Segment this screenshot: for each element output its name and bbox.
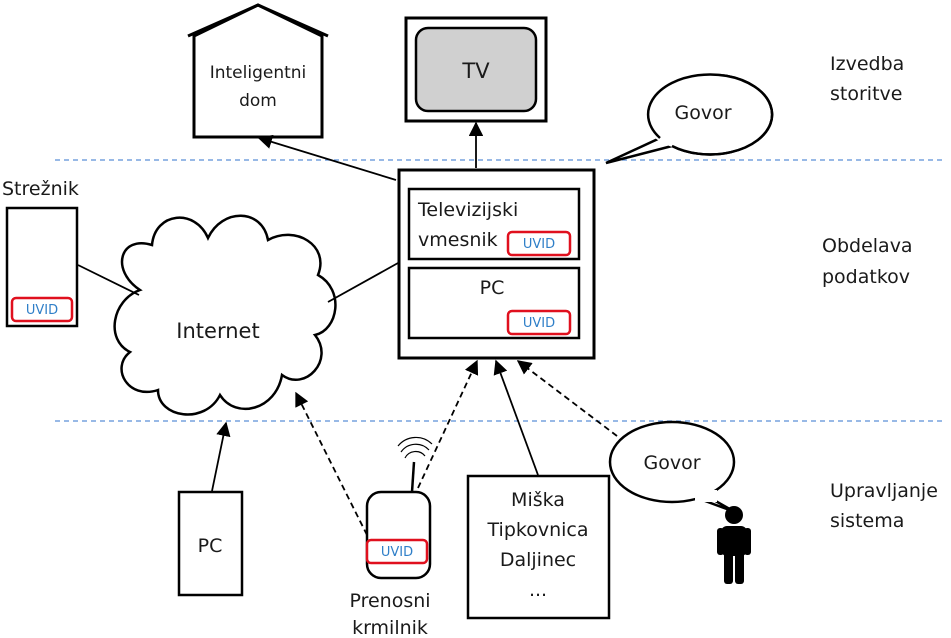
svg-text:Televizijski: Televizijski <box>417 199 518 221</box>
uvid-badge-set-top-box <box>506 230 572 257</box>
svg-text:PC: PC <box>480 277 505 299</box>
input-devices-node: Miška Tipkovnica Daljinec ... <box>466 474 611 620</box>
hub-to-smart-home-arrow <box>257 134 397 181</box>
svg-text:UVID: UVID <box>381 545 413 560</box>
svg-text:TV: TV <box>461 59 490 83</box>
svg-text:vmesnik: vmesnik <box>418 229 498 251</box>
uvid-badge-hub-pc <box>506 309 572 336</box>
pc-to-internet-arrow <box>211 421 231 492</box>
hub-node: Televizijski vmesnik UVID PC UVID <box>397 168 596 360</box>
speech-input-bubble: Govor <box>608 420 736 514</box>
bottom-pc-node: PC <box>177 490 244 597</box>
svg-text:Upravljanje: Upravljanje <box>830 480 938 502</box>
svg-text:PC: PC <box>198 535 223 557</box>
svg-text:Izvedba: Izvedba <box>830 53 904 75</box>
internet-hub-link <box>327 262 399 303</box>
uvid-badge-server <box>10 296 74 323</box>
svg-text:UVID: UVID <box>26 303 58 318</box>
svg-text:Strežnik: Strežnik <box>2 178 79 200</box>
svg-text:Miška: Miška <box>511 489 565 511</box>
connections <box>77 121 618 536</box>
person-icon <box>717 506 751 584</box>
svg-text:Inteligentni: Inteligentni <box>210 63 307 83</box>
antenna <box>410 461 416 493</box>
svg-text:UVID: UVID <box>523 237 555 252</box>
svg-text:podatkov: podatkov <box>822 266 910 288</box>
layer-label-control: Upravljanje sistema <box>830 480 938 532</box>
svg-text:UVID: UVID <box>523 316 555 331</box>
svg-text:storitve: storitve <box>830 83 902 105</box>
svg-text:dom: dom <box>239 91 277 111</box>
set-top-box: Televizijski vmesnik UVID <box>407 187 581 261</box>
svg-text:Prenosni: Prenosni <box>349 590 430 612</box>
speech-output-bubble: Govor <box>605 72 774 165</box>
handheld-to-internet-arrow <box>295 391 368 536</box>
layer-label-service: Izvedba storitve <box>830 53 904 105</box>
server-internet-link <box>77 264 140 296</box>
tv-node: TV <box>404 16 548 123</box>
svg-text:Obdelava: Obdelava <box>822 235 913 257</box>
svg-text:Govor: Govor <box>643 452 700 474</box>
smart-home-node: Inteligentni dom <box>187 3 329 139</box>
inputs-to-hub-arrow <box>493 359 539 476</box>
svg-text:krmilnik: krmilnik <box>352 617 428 638</box>
layer-label-processing: Obdelava podatkov <box>822 235 913 288</box>
svg-text:Govor: Govor <box>674 102 731 124</box>
uvid-badge-handheld <box>365 538 429 565</box>
hub-pc: PC UVID <box>407 266 581 340</box>
svg-text:...: ... <box>529 579 547 601</box>
svg-text:Daljinec: Daljinec <box>500 549 576 571</box>
tv-screen <box>414 26 538 113</box>
handheld-controller-node: UVID Prenosni krmilnik <box>349 436 433 638</box>
handheld-to-hub-arrow <box>417 359 479 489</box>
speech-to-hub-arrow <box>516 360 618 437</box>
internet-cloud: Internet <box>113 214 337 416</box>
svg-text:Internet: Internet <box>176 319 259 343</box>
svg-text:Tipkovnica: Tipkovnica <box>487 519 589 541</box>
svg-text:sistema: sistema <box>830 510 904 532</box>
server-node: Strežnik UVID <box>2 178 79 328</box>
wireless-signal-icon <box>397 436 433 459</box>
